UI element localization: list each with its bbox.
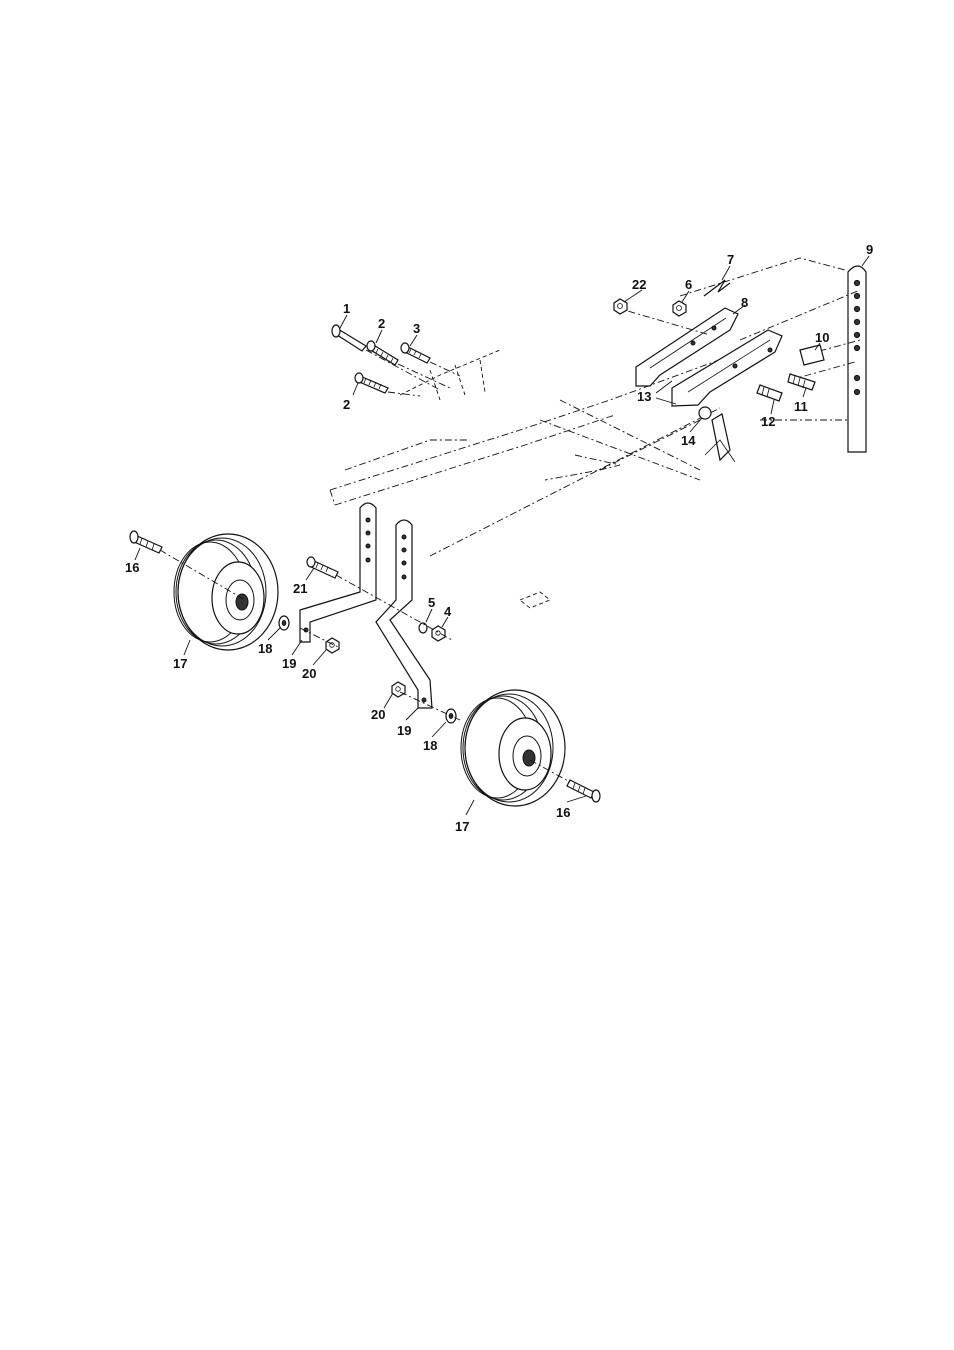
callout-19-left: 19	[282, 656, 296, 671]
callout-6: 6	[685, 277, 692, 292]
callout-4: 4	[444, 604, 452, 619]
callout-5: 5	[428, 595, 435, 610]
callout-7: 7	[727, 252, 734, 267]
callout-1: 1	[343, 301, 350, 316]
callout-8: 8	[741, 295, 748, 310]
callout-20-left: 20	[302, 666, 316, 681]
callout-11: 11	[794, 399, 808, 414]
callout-2-upper: 2	[378, 316, 385, 331]
callout-18-right: 18	[423, 738, 437, 753]
callout-3: 3	[413, 321, 420, 336]
wheel-right	[461, 690, 565, 806]
callout-13: 13	[637, 389, 651, 404]
callout-18-left: 18	[258, 641, 272, 656]
hardware-top-left	[332, 325, 460, 396]
callout-9: 9	[866, 242, 873, 257]
callout-12: 12	[761, 414, 775, 429]
wheel-bracket-right	[376, 520, 432, 708]
callout-2-lower: 2	[343, 397, 350, 412]
callout-19-right: 19	[397, 723, 411, 738]
depth-bar-9	[848, 266, 866, 452]
callout-17-right: 17	[455, 819, 469, 834]
callout-16-right: 16	[556, 805, 570, 820]
wheel-left	[174, 534, 278, 650]
callout-14: 14	[681, 433, 696, 448]
callout-16-left: 16	[125, 560, 139, 575]
callout-22: 22	[632, 277, 646, 292]
callout-21: 21	[293, 581, 307, 596]
callout-17-left: 17	[173, 656, 187, 671]
callout-20-right: 20	[371, 707, 385, 722]
callout-10: 10	[815, 330, 829, 345]
